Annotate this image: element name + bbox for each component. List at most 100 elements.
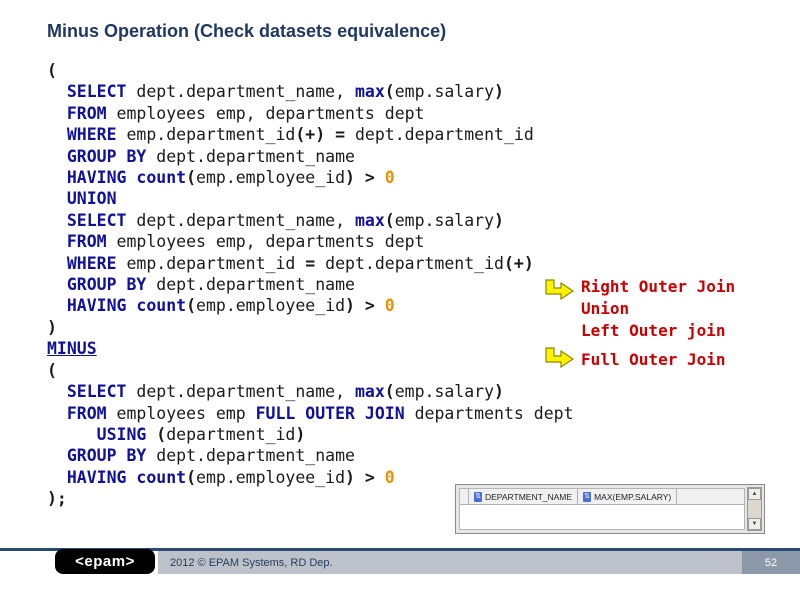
code-line: HAVING count(emp.employee_id) > 0	[47, 167, 574, 188]
code-token-id: emp.salary	[394, 382, 495, 402]
code-token-op: )	[345, 296, 355, 316]
code-token-kw: FROM	[66, 232, 107, 252]
code-line: GROUP BY dept.department_name	[47, 445, 574, 466]
code-token-id	[375, 468, 385, 487]
code-token-kw: UNION	[66, 189, 117, 209]
code-token-op: )	[494, 382, 504, 402]
code-token-id	[126, 296, 136, 315]
column-header-label: MAX(EMP.SALARY)	[594, 491, 672, 502]
code-token-op: >	[364, 168, 375, 188]
annotation-right-outer-join: Right Outer Join	[581, 277, 736, 296]
code-token-id: dept.department_name	[146, 146, 355, 166]
code-token-kw: FULL OUTER JOIN	[255, 403, 405, 423]
code-token-kw: FROM	[66, 403, 107, 423]
code-token-kw: count	[136, 467, 187, 487]
code-token-id	[325, 125, 335, 144]
grid-body: ⇅ DEPARTMENT_NAME ⇅ MAX(EMP.SALARY)	[459, 488, 745, 530]
code-line: );	[47, 488, 574, 509]
code-token-op: >	[364, 296, 375, 316]
code-token-kw: count	[136, 296, 187, 316]
code-token-op: );	[47, 489, 67, 509]
annotation-group-joins: Right Outer Join Union Left Outer join	[581, 276, 735, 341]
grid-column-header-max-salary: ⇅ MAX(EMP.SALARY)	[578, 489, 678, 505]
code-token-kw: HAVING	[66, 296, 127, 316]
code-token-id: dept.department_name	[146, 275, 355, 295]
code-token-kw: GROUP BY	[66, 275, 147, 295]
code-token-op: (+)	[503, 253, 534, 273]
grid-header-row: ⇅ DEPARTMENT_NAME ⇅ MAX(EMP.SALARY)	[460, 489, 744, 505]
code-token-id: dept.department_id	[345, 125, 534, 145]
code-token-op: (+)	[295, 125, 326, 145]
code-token-op: (	[384, 210, 395, 230]
code-token-op: (	[186, 296, 197, 316]
code-token-id: emp.salary	[394, 210, 495, 230]
code-token-id: emp.employee_id	[196, 168, 346, 188]
page-number: 52	[742, 551, 800, 574]
code-token-id: emp.employee_id	[196, 467, 346, 487]
annotation-group-full-join: Full Outer Join	[581, 349, 726, 371]
code-line: (	[47, 60, 574, 81]
code-token-kw: GROUP BY	[66, 146, 147, 166]
bent-arrow-icon	[545, 279, 575, 301]
code-token-op: )	[494, 82, 504, 102]
code-token-op: )	[494, 210, 504, 230]
code-token-id	[355, 168, 365, 187]
code-token-kw: FROM	[66, 103, 107, 123]
code-token-op: (	[47, 61, 57, 80]
scroll-up-icon: ▲	[748, 488, 761, 500]
code-token-kw: max	[354, 382, 385, 402]
code-token-num: 0	[384, 168, 395, 188]
grid-scrollbar: ▲ ▼	[747, 487, 762, 531]
column-type-icon: ⇅	[583, 491, 592, 502]
code-token-kw: SELECT	[66, 210, 127, 230]
code-line: SELECT dept.department_name, max(emp.sal…	[47, 210, 574, 231]
code-token-kw: SELECT	[66, 382, 127, 402]
code-line: FROM employees emp, departments dept	[47, 231, 574, 252]
code-token-kw: WHERE	[66, 253, 117, 273]
grid-header-filler	[677, 489, 744, 505]
code-token-id	[375, 168, 385, 187]
code-token-id	[146, 425, 156, 444]
code-token-id: dept.department_name	[146, 446, 355, 466]
code-line: MINUS	[47, 338, 574, 359]
code-token-kw: HAVING	[66, 467, 127, 487]
code-token-kw: GROUP BY	[66, 446, 147, 466]
grid-corner-cell	[460, 489, 469, 505]
code-token-op: )	[345, 168, 355, 188]
footer-band: 2012 © EPAM Systems, RD Dep.	[158, 551, 742, 574]
code-token-num: 0	[384, 296, 395, 316]
code-line: HAVING count(emp.employee_id) > 0	[47, 295, 574, 316]
code-token-id: dept.department_name,	[126, 382, 355, 402]
code-line: USING (department_id)	[47, 424, 574, 445]
code-line: HAVING count(emp.employee_id) > 0	[47, 467, 574, 488]
code-token-op: )	[345, 467, 355, 487]
code-token-id	[126, 468, 136, 487]
code-line: FROM employees emp, departments dept	[47, 103, 574, 124]
code-line: WHERE emp.department_id(+) = dept.depart…	[47, 124, 574, 145]
code-line: WHERE emp.department_id = dept.departmen…	[47, 253, 574, 274]
code-token-id: dept.department_name,	[126, 210, 355, 230]
code-line: GROUP BY dept.department_name	[47, 146, 574, 167]
bent-arrow-icon	[545, 347, 575, 369]
footer-copyright: 2012 © EPAM Systems, RD Dep.	[170, 556, 333, 569]
scroll-down-icon: ▼	[748, 518, 761, 530]
code-token-id: dept.department_name,	[126, 82, 355, 102]
code-token-kw: HAVING	[66, 168, 127, 188]
code-token-id: employees emp	[106, 403, 256, 423]
code-token-op: (	[186, 467, 197, 487]
code-token-op: =	[305, 253, 316, 273]
code-line: SELECT dept.department_name, max(emp.sal…	[47, 381, 574, 402]
code-token-id: emp.employee_id	[196, 296, 346, 316]
code-token-op: )	[47, 317, 57, 337]
code-token-op: (	[47, 360, 57, 380]
code-token-kw: max	[354, 210, 385, 230]
code-line: FROM employees emp FULL OUTER JOIN depar…	[47, 403, 574, 424]
annotation-full-outer-join: Full Outer Join	[581, 350, 726, 369]
code-token-op: )	[295, 424, 306, 444]
code-token-kw: SELECT	[66, 82, 127, 102]
grid-column-header-department-name: ⇅ DEPARTMENT_NAME	[469, 489, 579, 505]
code-line: SELECT dept.department_name, max(emp.sal…	[47, 81, 574, 102]
code-token-kw: USING	[96, 424, 147, 444]
code-token-id: departments dept	[404, 403, 574, 423]
code-token-num: 0	[384, 467, 395, 487]
